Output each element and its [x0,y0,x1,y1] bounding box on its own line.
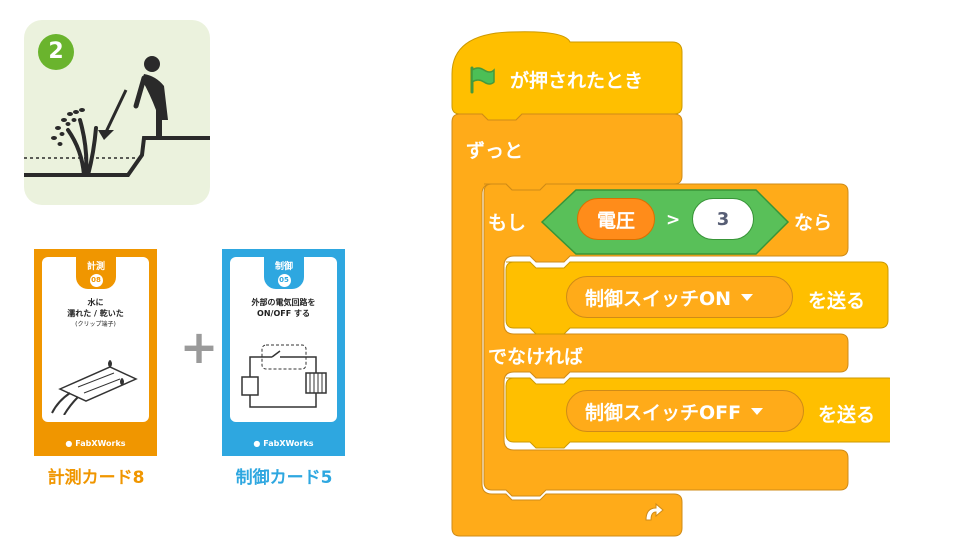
card-title: 水に 濡れた / 乾いた [67,298,124,318]
card-category-tab: 制御 05 [264,257,304,289]
step-illustration: 2 [24,20,210,205]
else-label: でなければ [488,346,584,368]
measurement-card-caption: 計測カード8 [47,468,145,488]
broadcast-on-message: 制御スイッチON [585,287,732,310]
brand-name: FabXWorks [75,439,126,448]
card-title: 外部の電気回路を ON/OFF する [251,298,316,318]
broadcast-on-dropdown[interactable]: 制御スイッチON [566,276,793,318]
control-card-5: 制御 05 外部の電気回路を ON/OFF する ● FabXWorks [222,249,345,456]
card-category-label: 制御 [274,262,293,272]
compare-value: 3 [716,208,730,230]
broadcast-off-suffix: を送る [818,404,876,426]
card-brand: ● FabXWorks [222,439,345,448]
circuit-illustration [241,344,327,408]
card-description: 外部の電気回路を ON/OFF する [234,297,333,319]
voltage-variable-reporter[interactable]: 電圧 [577,198,655,240]
green-flag-icon [470,66,495,94]
if-else-block[interactable] [483,183,849,497]
card-category-tab: 計測 08 [76,257,116,289]
card-number: 08 [89,274,103,287]
hat-block-label: が押されたとき [510,70,644,92]
broadcast-off-dropdown[interactable]: 制御スイッチOFF [566,390,804,432]
brand-name: FabXWorks [263,439,314,448]
watering-plant-illustration [24,56,210,177]
card-subtitle: (クリップ端子) [75,321,116,328]
plus-icon: + [179,320,219,374]
card-category-label: 計測 [86,262,105,272]
card-face: 計測 08 水に 濡れた / 乾いた (クリップ端子) [42,257,149,422]
card-description: 水に 濡れた / 乾いた (クリップ端子) [46,297,145,330]
brand-logo-icon: ● [65,439,73,448]
card-brand: ● FabXWorks [34,439,157,448]
water-sensor-illustration [51,360,138,415]
loop-arrow-icon [645,502,664,521]
chevron-down-icon [741,293,754,301]
then-label: なら [794,212,833,234]
if-label: もし [488,212,527,234]
control-card-caption: 制御カード5 [235,468,333,488]
variable-name: 電圧 [596,209,635,232]
card-number: 05 [277,274,291,287]
card-face: 制御 05 外部の電気回路を ON/OFF する [230,257,337,422]
forever-block[interactable] [451,113,683,537]
measurement-card-8: 計測 08 水に 濡れた / 乾いた (クリップ端子) ● FabXWorks [34,249,157,456]
chevron-down-icon [751,407,764,415]
step-number-badge: 2 [38,34,74,70]
operator-symbol: > [666,210,681,230]
brand-logo-icon: ● [253,439,261,448]
compare-value-input[interactable]: 3 [692,198,754,240]
forever-label: ずっと [466,140,524,162]
broadcast-off-message: 制御スイッチOFF [585,401,742,424]
broadcast-on-suffix: を送る [808,290,866,312]
